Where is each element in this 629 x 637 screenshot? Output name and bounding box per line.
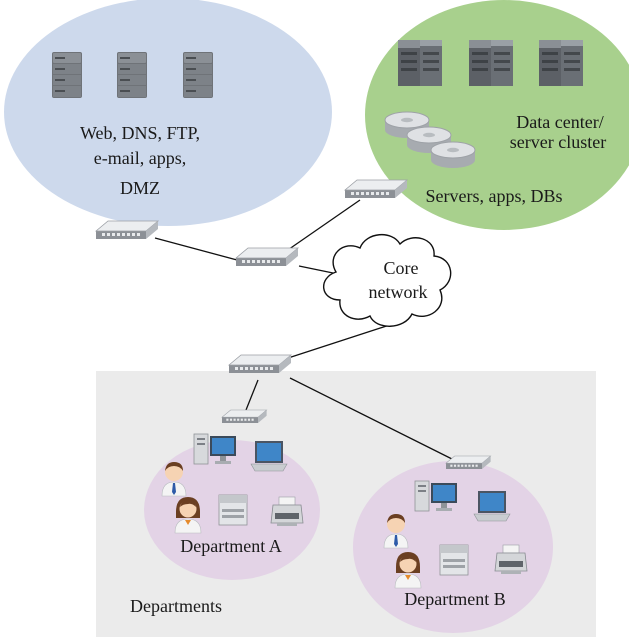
printer-icon — [439, 544, 469, 576]
link-dmz-core-switch — [154, 237, 238, 261]
link-dept-b — [289, 377, 457, 462]
server-icon — [117, 52, 147, 98]
network-switch-icon — [221, 409, 267, 424]
department-a-label: Department A — [180, 536, 281, 556]
dmz-label-line-2: e-mail, apps, — [94, 148, 186, 168]
core-network-label-line-1: Core — [384, 258, 419, 278]
link-dept-a — [245, 379, 259, 411]
dmz-zone — [4, 0, 332, 226]
departments-area-label: Departments — [130, 596, 222, 616]
user-icon — [174, 496, 202, 534]
datacenter-label-line-2: server cluster — [510, 132, 606, 152]
network-switch-icon — [235, 247, 299, 267]
server-icon — [183, 52, 213, 98]
link-cloud-dept-switch — [281, 319, 406, 361]
link-core-switch-dc — [281, 199, 361, 255]
printer-icon — [218, 494, 248, 526]
datacenter-label-line-1: Data center/ — [516, 112, 603, 132]
core-network-label-line-2: network — [369, 282, 428, 302]
server-icon — [539, 40, 583, 86]
cloud-icon — [323, 234, 452, 327]
network-switch-icon — [228, 354, 292, 374]
laptop-icon — [473, 490, 511, 522]
server-icon — [52, 52, 82, 98]
dmz-label-line-3: DMZ — [120, 178, 160, 198]
database-disk-icon — [430, 141, 476, 169]
network-switch-icon — [344, 179, 408, 199]
dmz-label-line-1: Web, DNS, FTP, — [80, 123, 200, 143]
department-b-label: Department B — [404, 589, 505, 609]
network-switch-icon — [95, 220, 159, 240]
server-icon — [398, 40, 442, 86]
server-icon — [469, 40, 513, 86]
user-icon — [394, 551, 422, 589]
network-switch-icon — [445, 455, 491, 470]
laptop-icon — [250, 440, 288, 472]
network-links — [154, 199, 457, 462]
servers-apps-dbs-label: Servers, apps, DBs — [426, 186, 563, 206]
link-core-switch-cloud — [298, 265, 334, 274]
